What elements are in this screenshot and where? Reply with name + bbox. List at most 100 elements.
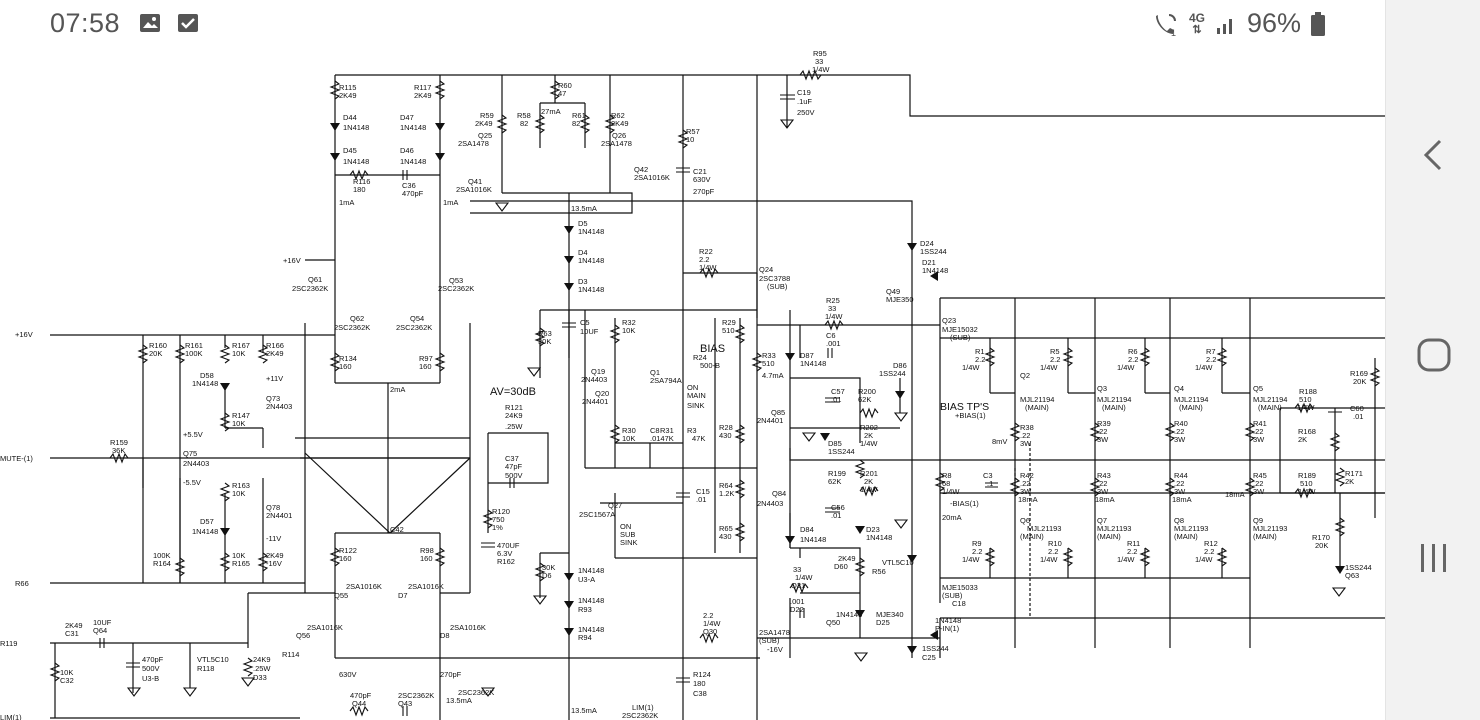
component-label: MJE340	[876, 610, 904, 619]
component-label: R6	[1128, 347, 1138, 356]
component-label: 10K	[60, 668, 73, 677]
component-label: 160	[339, 362, 352, 371]
component-label: D22	[790, 605, 804, 614]
component-label: Q5	[1253, 384, 1263, 393]
component-label: MJE350	[886, 295, 914, 304]
component-label: 1N4148	[192, 527, 218, 536]
component-label: LIM(1)	[0, 713, 22, 720]
component-label: Q27	[608, 501, 622, 510]
component-label: R163	[232, 481, 250, 490]
component-label: LIM(1)	[632, 703, 654, 712]
component-label: 1/4W	[795, 573, 813, 582]
component-label: 1/4W	[962, 555, 980, 564]
component-label: 1N4148	[343, 123, 369, 132]
component-label: R189	[1298, 471, 1316, 480]
component-label: 250V	[797, 108, 815, 117]
component-label: 2SC2362K	[396, 323, 432, 332]
component-label: R8	[942, 471, 952, 480]
component-label: R64	[719, 481, 733, 490]
component-label: 47	[558, 89, 566, 98]
component-label: R41	[1253, 419, 1267, 428]
component-label: R119	[0, 639, 17, 648]
component-label: 630V	[693, 175, 711, 184]
component-label: .001	[826, 339, 841, 348]
diode-symbols	[220, 123, 1345, 654]
component-label: 2K49	[65, 621, 83, 630]
component-label: R22	[699, 247, 713, 256]
component-label: Q24	[759, 265, 773, 274]
component-label: 2SA1478	[458, 139, 489, 148]
component-label: R94	[578, 633, 592, 642]
component-label: D58	[200, 371, 214, 380]
component-label: D5	[578, 219, 588, 228]
component-label: C31	[65, 629, 79, 638]
component-label: 1/4W	[1040, 555, 1058, 564]
component-label: Q54	[410, 314, 424, 323]
component-label: 1SS244	[922, 644, 949, 653]
component-label: Q43	[398, 699, 412, 708]
component-label: 430	[719, 431, 732, 440]
component-label: P-IN(1)	[935, 624, 960, 633]
recents-button[interactable]	[1406, 530, 1462, 586]
component-label: R147	[232, 411, 250, 420]
component-label: 33	[815, 57, 823, 66]
component-label: 68	[942, 479, 950, 488]
status-right: 1 4G ⇅ 96%	[1153, 8, 1325, 39]
component-label: 33	[793, 565, 801, 574]
component-label: 2SC2362K	[622, 711, 658, 720]
component-label: (MAIN)	[1025, 403, 1049, 412]
component-label: 2SC2362K	[438, 284, 474, 293]
component-label: VTL5C10	[882, 558, 914, 567]
component-label: 2K49	[266, 349, 284, 358]
battery-percent: 96%	[1246, 8, 1301, 38]
component-label: 270pF	[440, 670, 462, 679]
component-label: C57	[831, 387, 845, 396]
component-label: 13.5mA	[571, 204, 597, 213]
component-label: 1SS244	[1345, 563, 1372, 572]
component-label: +16V	[283, 256, 301, 265]
back-button[interactable]	[1406, 127, 1462, 183]
component-label: R170	[1312, 533, 1330, 542]
component-label: 1SS244	[828, 447, 855, 456]
component-label: C6	[826, 331, 836, 340]
svg-text:1: 1	[1171, 28, 1176, 37]
component-label: 13.5mA	[571, 706, 597, 715]
component-label: R29	[722, 318, 736, 327]
component-label: R166	[266, 341, 284, 350]
component-label: Q6	[1020, 516, 1030, 525]
component-label: 3W	[1097, 435, 1109, 444]
component-label: .22	[1253, 427, 1263, 436]
image-icon	[140, 14, 160, 32]
component-label: 10UF	[580, 327, 599, 336]
component-label: R10	[1048, 539, 1062, 548]
component-label: 1N4148	[935, 616, 961, 625]
component-label: Q75	[183, 449, 197, 458]
component-label: .22	[1097, 427, 1107, 436]
component-label: 1/4W	[1117, 555, 1135, 564]
component-label: R66	[15, 579, 29, 588]
component-label: 4.7mA	[762, 371, 784, 380]
home-button[interactable]	[1406, 327, 1462, 383]
component-label: SUB	[620, 530, 635, 539]
component-label: 2.2	[1050, 355, 1060, 364]
component-label: R7	[1206, 347, 1216, 356]
component-label: D44	[343, 113, 357, 122]
component-label: 1N4148	[866, 533, 892, 542]
component-label: MJL21193	[1027, 524, 1061, 533]
component-label: D45	[343, 146, 357, 155]
component-label: 2SC2362K	[334, 323, 370, 332]
component-label: C15	[696, 487, 710, 496]
component-label: Q9	[1253, 516, 1263, 525]
component-label: MJE15033	[942, 583, 978, 592]
component-label: 47pF	[505, 462, 523, 471]
component-label: C38	[693, 689, 707, 698]
component-label: 160	[419, 362, 432, 371]
component-label: Q55	[334, 591, 348, 600]
component-label: D6	[542, 571, 552, 580]
component-label: R33	[762, 351, 776, 360]
component-label: 470pF	[350, 691, 372, 700]
component-label: 1/4W	[812, 65, 830, 74]
component-label: R60	[558, 81, 572, 90]
component-label: R40	[1174, 419, 1188, 428]
component-label: (SUB)	[950, 333, 971, 342]
